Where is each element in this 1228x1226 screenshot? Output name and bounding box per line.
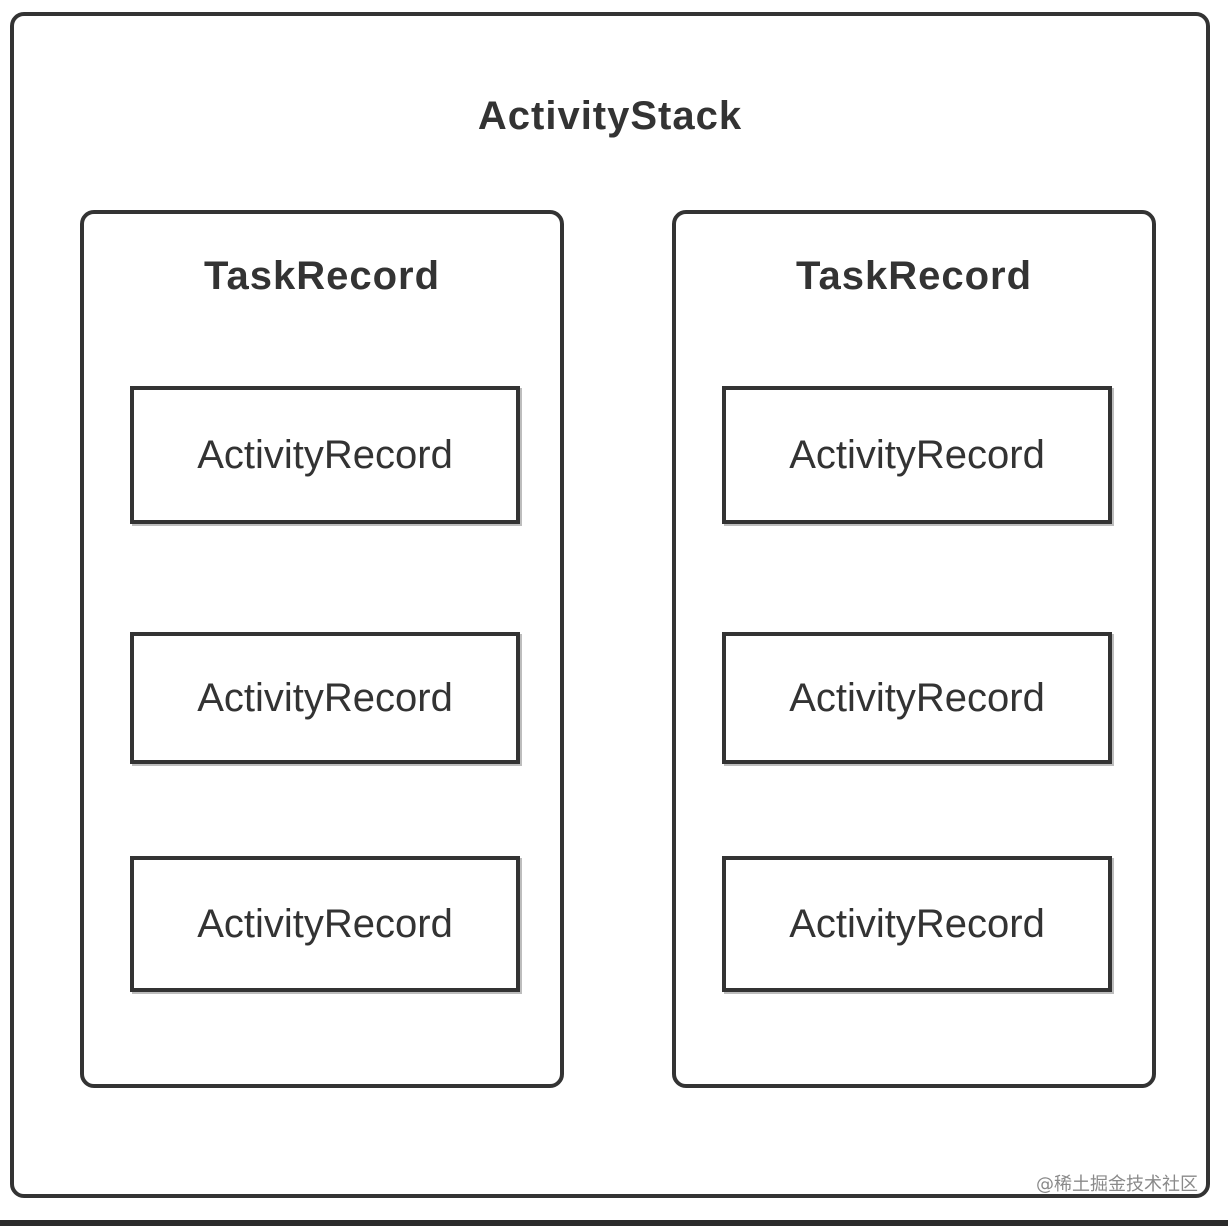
activity-record-box: ActivityRecord: [722, 386, 1112, 524]
watermark-text: @稀土掘金技术社区: [1036, 1174, 1198, 1195]
bottom-border-strip: [0, 1220, 1228, 1226]
activity-record-box: ActivityRecord: [130, 632, 520, 764]
task-record-title: TaskRecord: [795, 254, 1032, 298]
activity-record-box: ActivityRecord: [722, 632, 1112, 764]
activity-record-box: ActivityRecord: [722, 856, 1112, 992]
activity-record-box: ActivityRecord: [130, 856, 520, 992]
task-record-title: TaskRecord: [203, 254, 440, 298]
activity-stack-container: ActivityStack TaskRecord ActivityRecord …: [10, 12, 1210, 1198]
task-record-right: TaskRecord ActivityRecord ActivityRecord…: [672, 210, 1156, 1088]
activity-record-box: ActivityRecord: [130, 386, 520, 524]
activity-stack-title: ActivityStack: [477, 94, 743, 138]
task-record-left: TaskRecord ActivityRecord ActivityRecord…: [80, 210, 564, 1088]
